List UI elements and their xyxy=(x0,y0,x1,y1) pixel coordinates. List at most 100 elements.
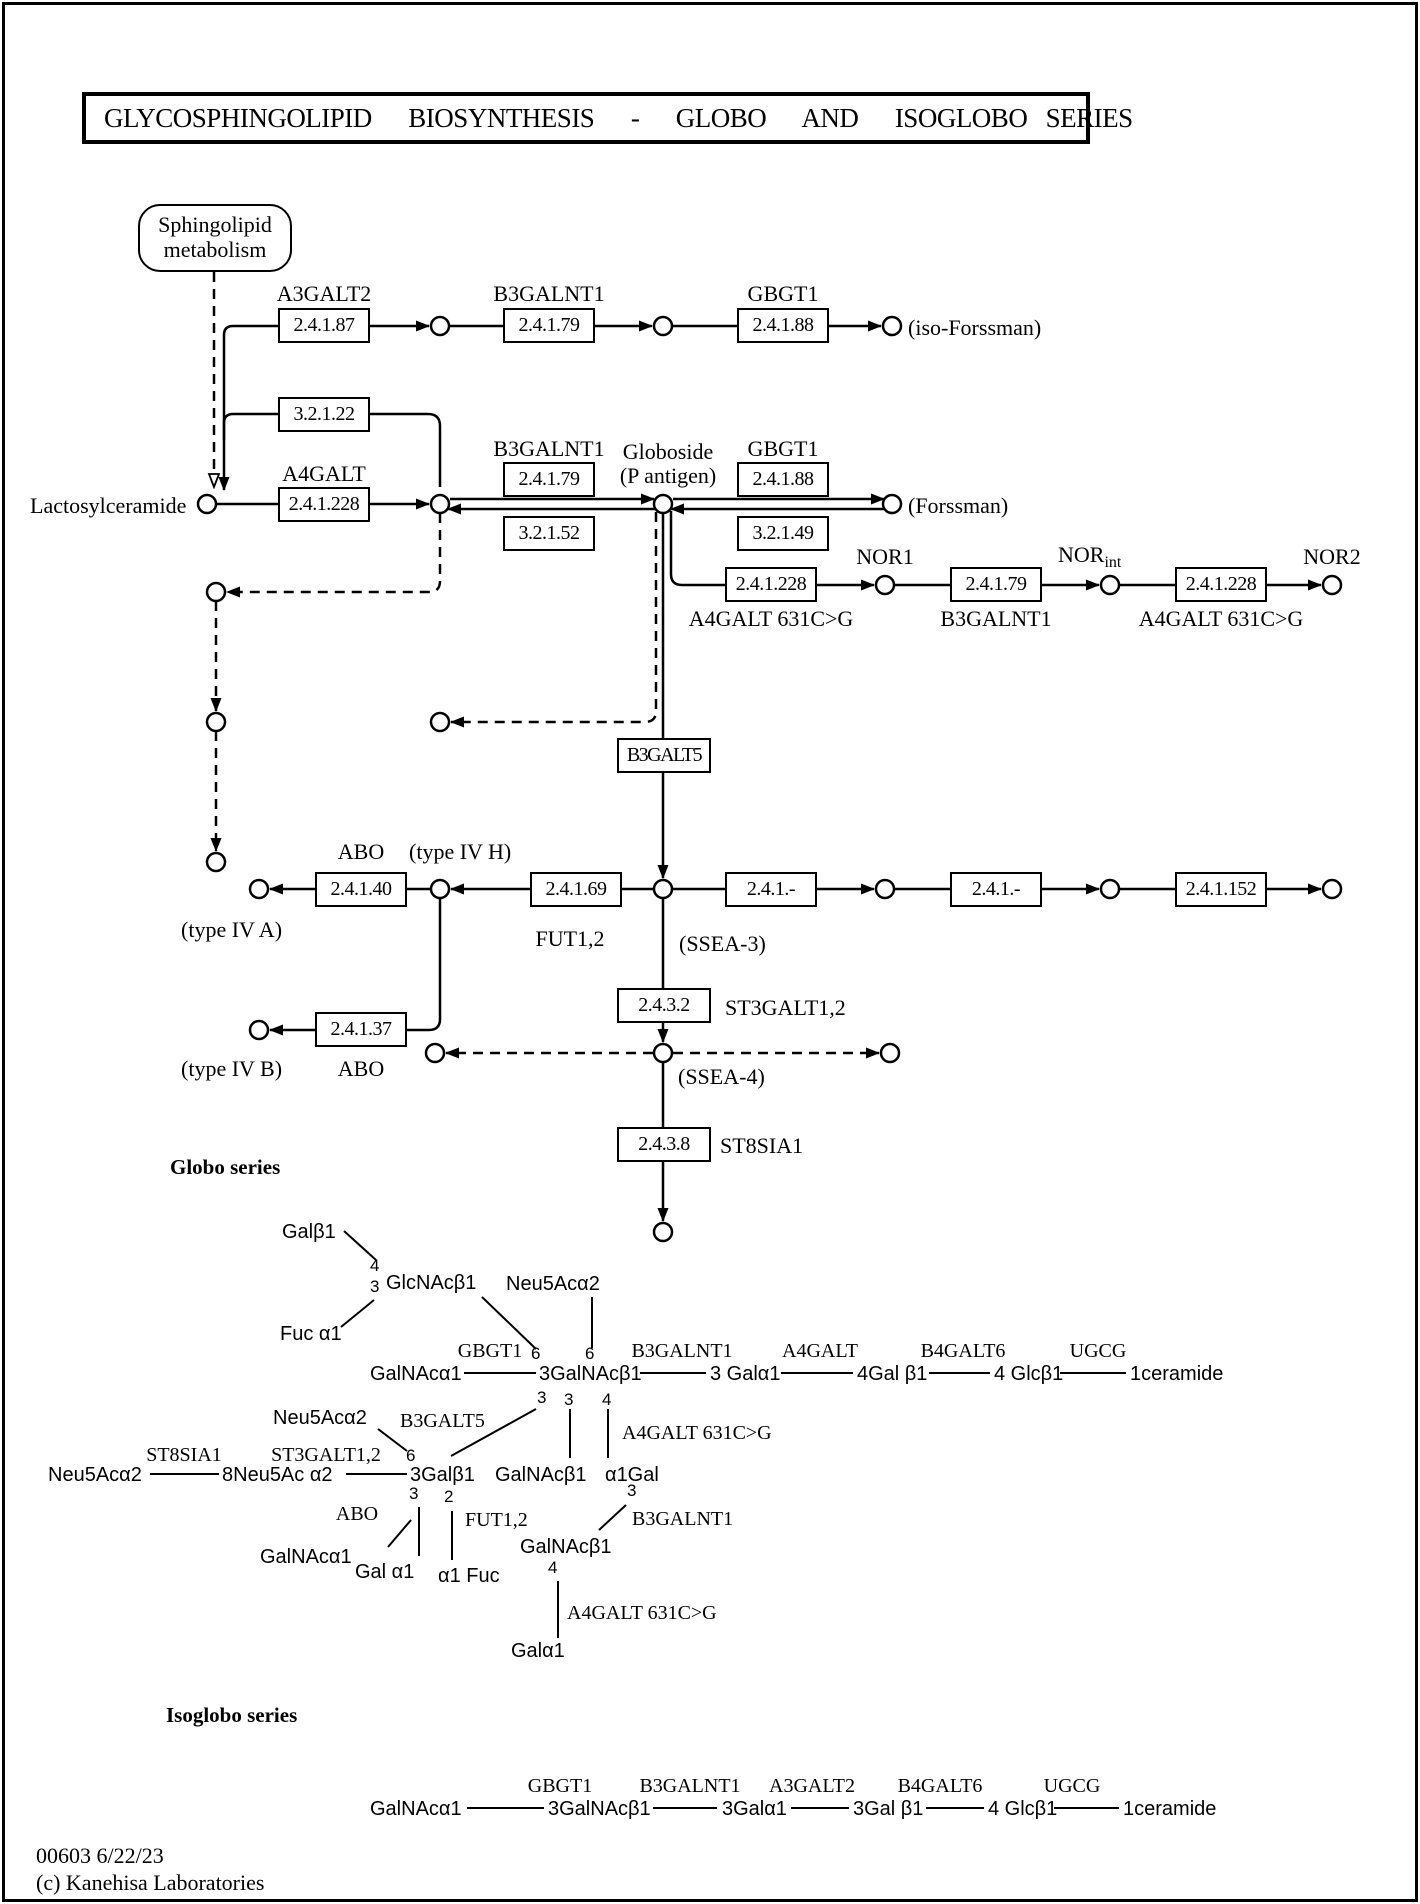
compound-node[interactable] xyxy=(205,711,227,733)
enzyme-box-3-2-1-22[interactable]: 3.2.1.22 xyxy=(278,397,370,432)
section-heading-isoglobo: Isoglobo series xyxy=(166,1703,298,1727)
gene-label-gbgt1-iso: GBGT1 xyxy=(747,281,819,306)
gene-label-a4galt-globo: A4GALT xyxy=(782,1340,858,1362)
compound-node[interactable] xyxy=(874,878,896,900)
compound-node-nor2[interactable] xyxy=(1321,574,1343,596)
pos-3: 3 xyxy=(370,1277,380,1296)
compound-node[interactable] xyxy=(429,315,451,337)
compound-node-forssman[interactable] xyxy=(881,493,903,515)
enzyme-box-b3galt5[interactable]: B3GALT5 xyxy=(617,738,711,773)
gene-label-b3galnt1: B3GALNT1 xyxy=(493,436,605,461)
edge xyxy=(669,511,725,587)
enzyme-box-nor-3[interactable]: 2.4.1.228 xyxy=(1175,567,1267,602)
pos-6a: 6 xyxy=(531,1344,541,1363)
iso-sugar-chain-1: 3GalNAcβ1 xyxy=(548,1798,651,1820)
sugar-chain-1: 3GalNAcβ1 xyxy=(539,1363,642,1385)
gene-label-fut12: FUT1,2 xyxy=(535,926,605,951)
pos-3c: 3 xyxy=(409,1484,419,1503)
sugar-glcnacb1: GlcNAcβ1 xyxy=(386,1272,477,1294)
iso-sugar-chain-0: GalNAcα1 xyxy=(370,1798,462,1820)
compound-node[interactable] xyxy=(1321,878,1343,900)
compound-node[interactable] xyxy=(424,1042,446,1064)
enzyme-box-3-2-1-52[interactable]: 3.2.1.52 xyxy=(503,516,595,551)
map-title: GLYCOSPHINGOLIPID BIOSYNTHESIS - GLOBO A… xyxy=(82,92,1133,144)
compound-node-gb3[interactable] xyxy=(429,493,451,515)
compound-node[interactable] xyxy=(652,315,674,337)
sugar-chain-3: 4Gal β1 xyxy=(857,1363,928,1385)
enzyme-box-2-4-1-88-iso[interactable]: 2.4.1.88 xyxy=(737,308,829,343)
sugar-chain-0: GalNAcα1 xyxy=(370,1363,462,1385)
compound-label-norint: NORint xyxy=(1058,544,1121,571)
enzyme-box-nor-1[interactable]: 2.4.1.228 xyxy=(725,567,817,602)
compound-label-ssea4: (SSEA-4) xyxy=(678,1064,765,1089)
compound-node-type-iv-h[interactable] xyxy=(429,878,451,900)
compound-node[interactable] xyxy=(205,851,227,873)
compound-node[interactable] xyxy=(652,1221,674,1243)
edge xyxy=(226,513,442,598)
enzyme-box-2-4-3-8[interactable]: 2.4.3.8 xyxy=(617,1127,711,1162)
pos-6c: 6 xyxy=(406,1446,416,1465)
enzyme-box-2-4-1--a[interactable]: 2.4.1.- xyxy=(725,872,817,907)
compound-node-type-iv-a[interactable] xyxy=(248,878,270,900)
enzyme-box-2-4-1-79-iso[interactable]: 2.4.1.79 xyxy=(503,308,595,343)
compound-node-nor1[interactable] xyxy=(874,574,896,596)
gene-label-st3galt12-globo: ST3GALT1,2 xyxy=(271,1444,381,1466)
compound-label-globoside: Globoside xyxy=(622,439,714,464)
gene-label-a4galt-631-globo: A4GALT 631C>G xyxy=(622,1422,772,1444)
enzyme-box-2-4-3-2[interactable]: 2.4.3.2 xyxy=(617,988,711,1023)
gene-label-b3galnt1-iso: B3GALNT1 xyxy=(493,281,605,306)
compound-node-ssea4[interactable] xyxy=(652,1042,674,1064)
gene-label-a3galt2-isoglobo: A3GALT2 xyxy=(769,1775,855,1797)
compound-label-forssman: (Forssman) xyxy=(908,493,1009,518)
compound-label-p-antigen: (P antigen) xyxy=(619,463,717,488)
compound-node-iso-forssman[interactable] xyxy=(881,315,903,337)
pos-4b: 4 xyxy=(548,1558,558,1577)
gene-label-abo-globo: ABO xyxy=(335,1503,379,1525)
compound-node[interactable] xyxy=(1099,878,1121,900)
compound-node-ssea3[interactable] xyxy=(652,878,674,900)
enzyme-box-2-4-1-87[interactable]: 2.4.1.87 xyxy=(278,308,370,343)
pos-3d: 3 xyxy=(627,1481,637,1500)
edge xyxy=(218,324,278,491)
compound-node[interactable] xyxy=(205,581,227,603)
sugar-a1fuc: α1 Fuc xyxy=(438,1565,500,1587)
enzyme-box-3-2-1-49[interactable]: 3.2.1.49 xyxy=(737,516,829,551)
dashed-edges xyxy=(214,272,880,1059)
compound-node-type-iv-b[interactable] xyxy=(248,1019,270,1041)
enzyme-box-2-4-1-152[interactable]: 2.4.1.152 xyxy=(1175,872,1267,907)
gene-label-fut12-globo: FUT1,2 xyxy=(465,1509,528,1531)
compound-label-nor1: NOR1 xyxy=(856,544,914,569)
iso-sugar-chain-5: 1ceramide xyxy=(1123,1798,1217,1820)
gene-label-st8sia1-globo: ST8SIA1 xyxy=(146,1444,222,1466)
gene-label-gbgt1-isoglobo: GBGT1 xyxy=(527,1775,593,1797)
enzyme-box-nor-2[interactable]: 2.4.1.79 xyxy=(950,567,1042,602)
gene-label-a3galt2: A3GALT2 xyxy=(276,281,372,306)
compound-label-lactosylceramide: Lactosylceramide xyxy=(30,493,187,518)
compound-node[interactable] xyxy=(879,1042,901,1064)
enzyme-box-2-4-1-88[interactable]: 2.4.1.88 xyxy=(737,462,829,497)
enzyme-box-2-4-1-69[interactable]: 2.4.1.69 xyxy=(530,872,622,907)
sugar-gala1-low: Galα1 xyxy=(511,1640,565,1662)
compound-node-globoside[interactable] xyxy=(652,493,674,515)
enzyme-box-2-4-1-79[interactable]: 2.4.1.79 xyxy=(503,462,595,497)
compound-node-lactosylceramide[interactable] xyxy=(196,493,218,515)
pos-2: 2 xyxy=(444,1487,454,1506)
bond xyxy=(377,1428,408,1452)
pathway-link-line2: metabolism xyxy=(163,237,267,262)
compound-node-norint[interactable] xyxy=(1099,574,1121,596)
gene-label-b4galt6-isoglobo: B4GALT6 xyxy=(897,1775,983,1797)
pos-3b: 3 xyxy=(564,1390,574,1409)
sugar-chain-4: 4 Glcβ1 xyxy=(994,1363,1064,1385)
iso-sugar-chain-4: 4 Glcβ1 xyxy=(988,1798,1058,1820)
enzyme-box-2-4-1-228[interactable]: 2.4.1.228 xyxy=(278,487,370,522)
sugar-galnaca1-branch: GalNAcα1 xyxy=(260,1546,352,1568)
edge xyxy=(450,512,658,728)
pathway-link-sphingolipid-metabolism[interactable]: Sphingolipid metabolism xyxy=(138,204,292,272)
enzyme-box-2-4-1-40[interactable]: 2.4.1.40 xyxy=(315,872,407,907)
sugar-neu5ac-mid: Neu5Acα2 xyxy=(273,1407,367,1429)
sugar-galb1: Galβ1 xyxy=(282,1221,336,1243)
solid-edges xyxy=(215,320,1322,1222)
enzyme-box-2-4-1--b[interactable]: 2.4.1.- xyxy=(950,872,1042,907)
enzyme-box-2-4-1-37[interactable]: 2.4.1.37 xyxy=(315,1012,407,1047)
compound-node[interactable] xyxy=(429,711,451,733)
